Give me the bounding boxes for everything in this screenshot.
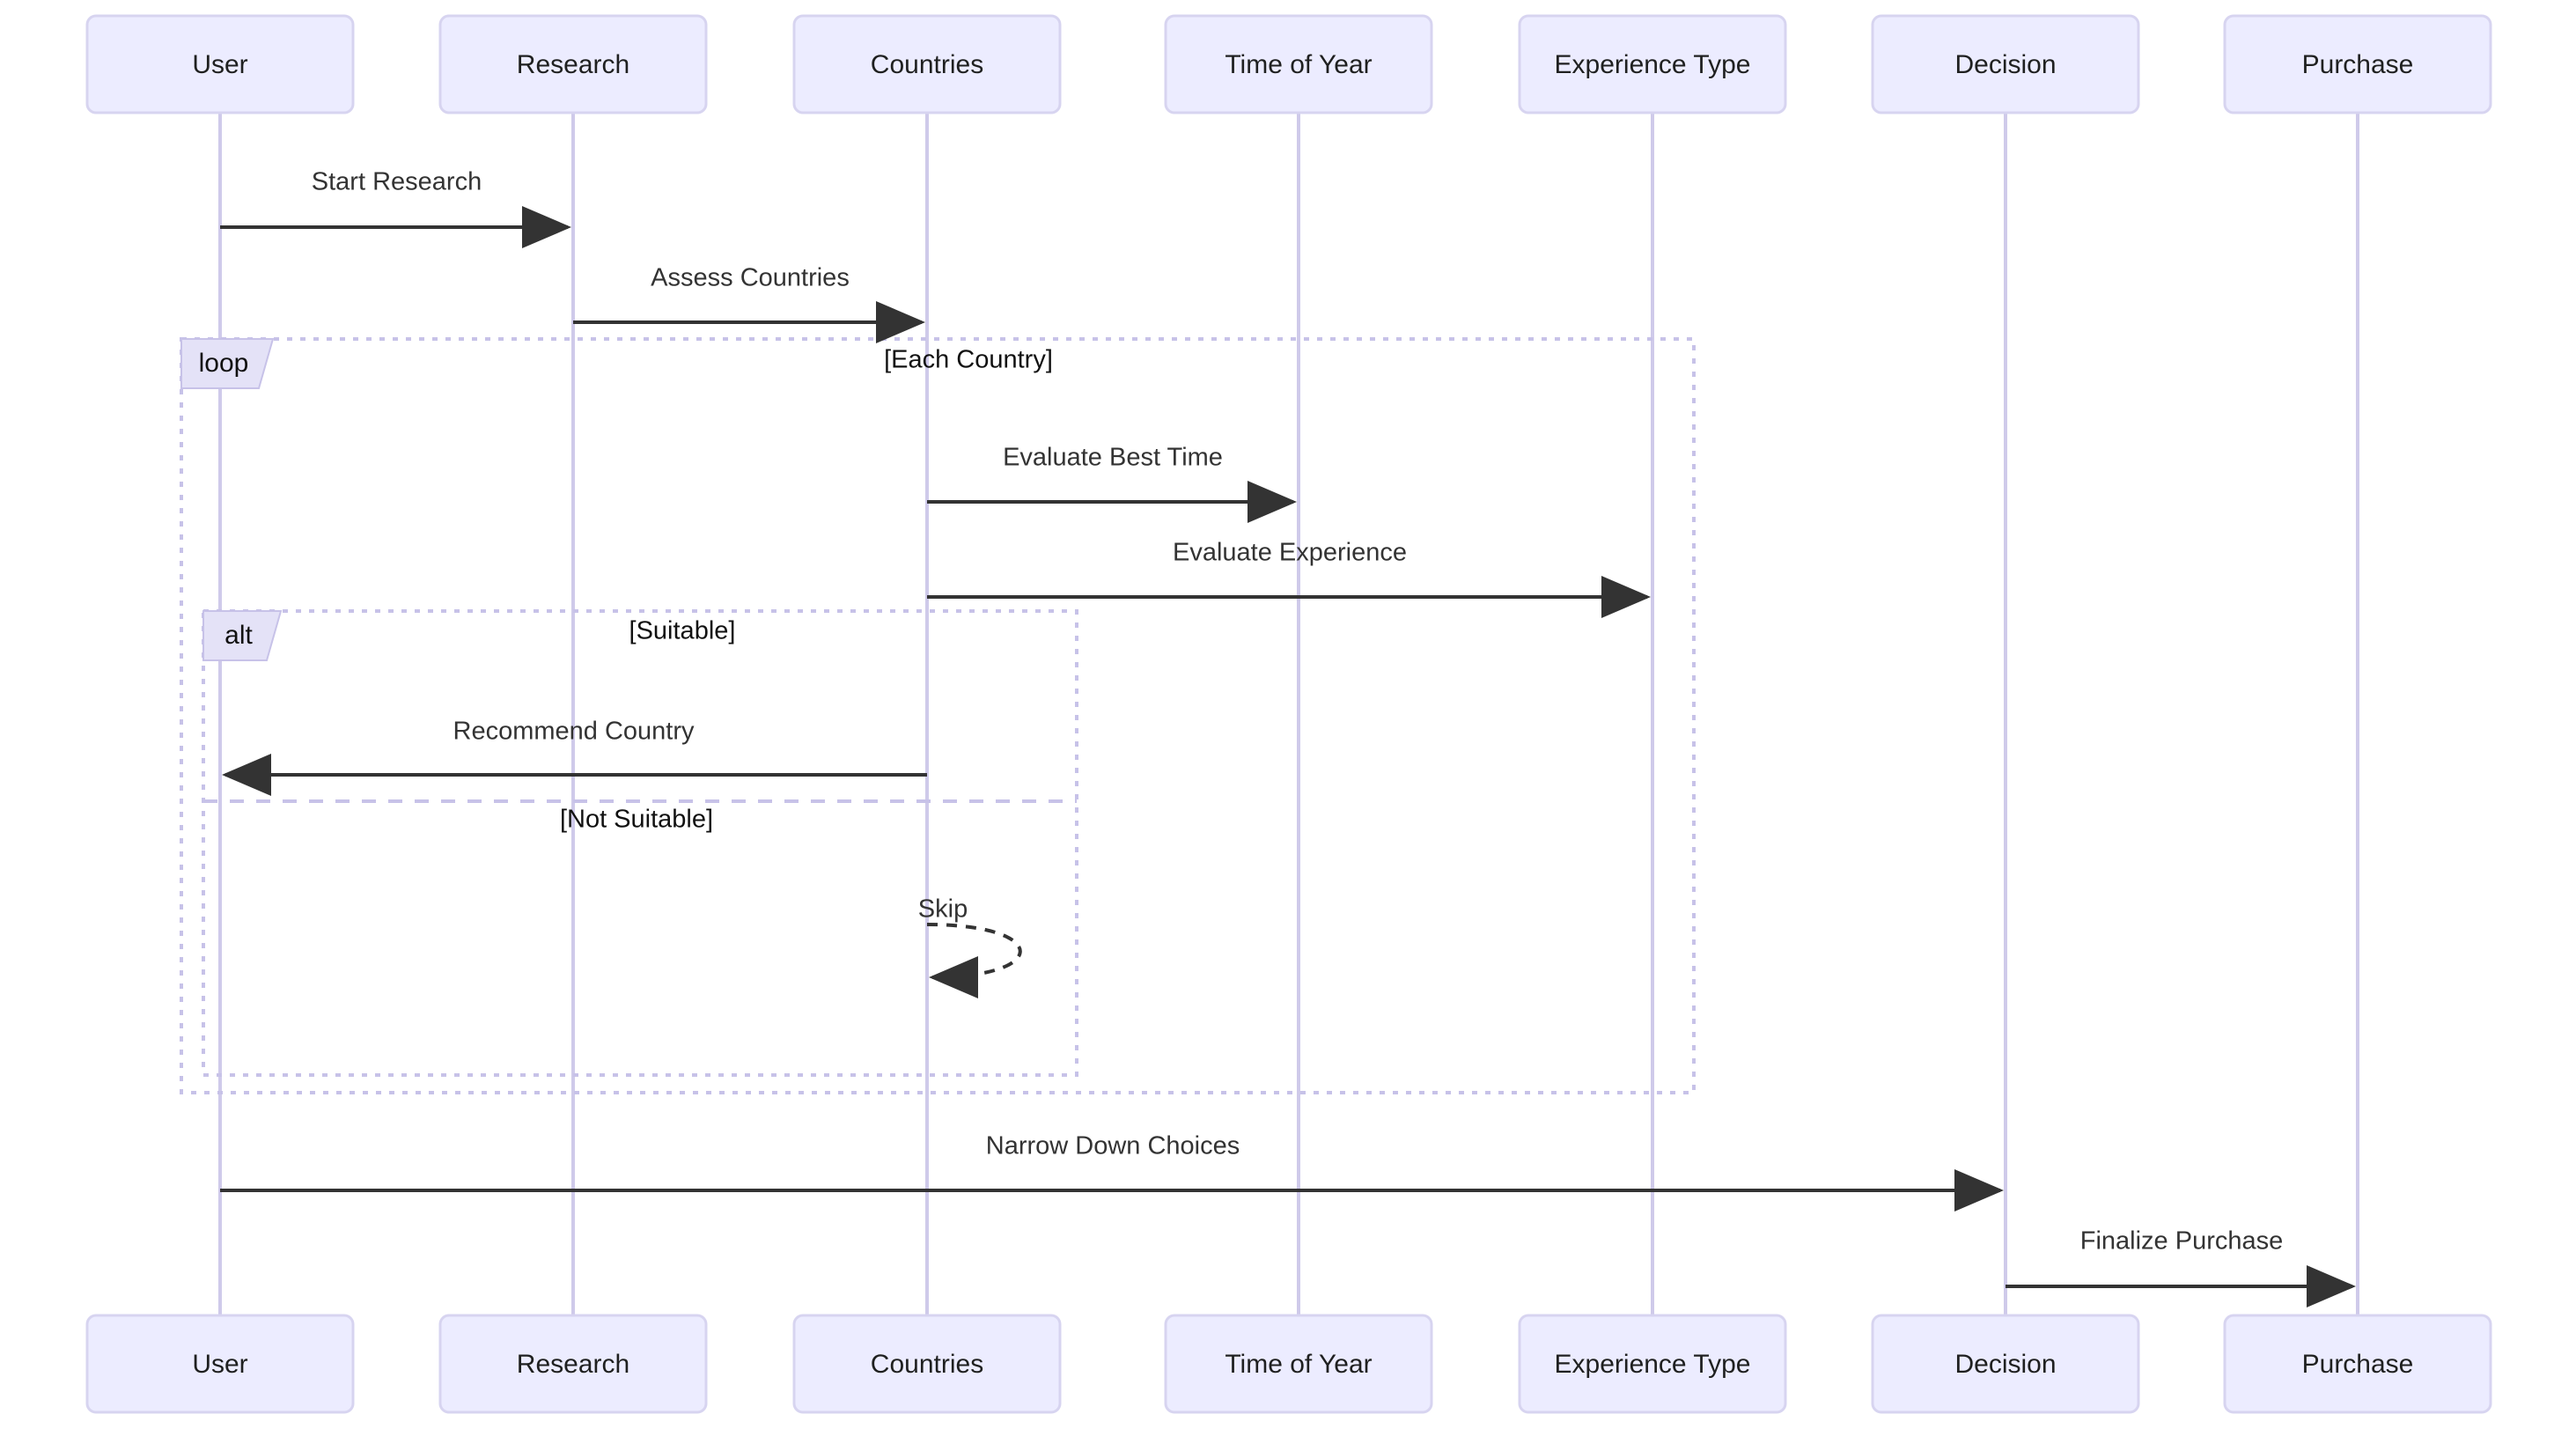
message-label-m7: Narrow Down Choices	[986, 1132, 1240, 1160]
actor-experience_type-bottom[interactable]: Experience Type	[1518, 1314, 1787, 1414]
frame-else-condition-0: [Not Suitable]	[560, 806, 713, 834]
actor-research-top[interactable]: Research	[438, 14, 708, 114]
actor-box-decision-top[interactable]	[1871, 14, 2140, 114]
actor-footer-layer: User Research Countries Time of Year Experie…	[85, 1314, 2492, 1414]
actor-label-research-bottom: Research	[517, 1350, 629, 1379]
actor-box-experience_type-bottom[interactable]	[1518, 1314, 1787, 1414]
actor-user-bottom[interactable]: User	[85, 1314, 355, 1414]
frame-tab-label-alt: alt	[224, 621, 253, 650]
lifelines-layer	[218, 113, 2359, 1315]
actor-box-research-top[interactable]	[438, 14, 708, 114]
frame-condition-alt: [Suitable]	[629, 617, 736, 645]
actor-label-purchase-top: Purchase	[2302, 50, 2414, 79]
actor-label-user-top: User	[192, 50, 247, 79]
actor-time_of_year-top[interactable]: Time of Year	[1164, 14, 1433, 114]
actor-label-countries-top: Countries	[871, 50, 983, 79]
actor-label-experience_type-top: Experience Type	[1555, 50, 1751, 79]
frame-tab-label-loop: loop	[199, 349, 249, 378]
frame-outline-loop	[180, 337, 1696, 1094]
actor-label-countries-bottom: Countries	[871, 1350, 983, 1379]
message-label-m5: Recommend Country	[453, 718, 695, 746]
message-m7: Narrow Down Choices	[220, 1132, 2004, 1212]
actor-purchase-top[interactable]: Purchase	[2223, 14, 2492, 114]
actor-countries-bottom[interactable]: Countries	[792, 1314, 1062, 1414]
actor-label-decision-top: Decision	[1954, 50, 2056, 79]
actor-label-user-bottom: User	[192, 1350, 247, 1379]
actor-decision-top[interactable]: Decision	[1871, 14, 2140, 114]
message-arrow-m6	[926, 923, 1022, 998]
message-label-m4: Evaluate Experience	[1173, 539, 1407, 567]
actor-box-time_of_year-bottom[interactable]	[1164, 1314, 1433, 1414]
actor-label-time_of_year-top: Time of Year	[1225, 50, 1372, 79]
actor-decision-bottom[interactable]: Decision	[1871, 1314, 2140, 1414]
message-m5: Recommend Country	[222, 718, 927, 796]
actor-box-time_of_year-top[interactable]	[1164, 14, 1433, 114]
actor-box-experience_type-top[interactable]	[1518, 14, 1787, 114]
message-m8: Finalize Purchase	[2006, 1227, 2356, 1307]
actor-countries-top[interactable]: Countries	[792, 14, 1062, 114]
actor-box-user-top[interactable]	[85, 14, 355, 114]
message-label-m1: Start Research	[312, 168, 482, 196]
actor-box-user-bottom[interactable]	[85, 1314, 355, 1414]
message-label-m8: Finalize Purchase	[2080, 1227, 2284, 1256]
actor-header-layer: User Research Countries Time of Year Experie…	[85, 14, 2492, 114]
actor-box-purchase-top[interactable]	[2223, 14, 2492, 114]
message-m4: Evaluate Experience	[927, 539, 1651, 618]
frame-loop: loop [Each Country]	[180, 337, 1696, 1094]
frame-alt: alt [Suitable] [Not Suitable]	[202, 609, 1078, 1077]
actor-box-research-bottom[interactable]	[438, 1314, 708, 1414]
actor-label-decision-bottom: Decision	[1954, 1350, 2056, 1379]
actor-box-purchase-bottom[interactable]	[2223, 1314, 2492, 1414]
actor-label-experience_type-bottom: Experience Type	[1555, 1350, 1751, 1379]
frames-layer: loop [Each Country] alt [Suitable] [Not Suit…	[180, 337, 1696, 1094]
message-m6: Skip	[918, 895, 1022, 998]
frame-tab-alt	[202, 610, 283, 661]
actor-box-countries-top[interactable]	[792, 14, 1062, 114]
actor-box-countries-bottom[interactable]	[792, 1314, 1062, 1414]
frame-outline-alt	[202, 609, 1078, 1077]
actor-time_of_year-bottom[interactable]: Time of Year	[1164, 1314, 1433, 1414]
actor-user-top[interactable]: User	[85, 14, 355, 114]
actor-purchase-bottom[interactable]: Purchase	[2223, 1314, 2492, 1414]
message-m2: Assess Countries	[573, 264, 925, 343]
message-label-m2: Assess Countries	[651, 264, 850, 292]
message-label-m3: Evaluate Best Time	[1003, 444, 1223, 472]
actor-label-research-top: Research	[517, 50, 629, 79]
frame-tab-loop	[180, 338, 275, 389]
actor-label-time_of_year-bottom: Time of Year	[1225, 1350, 1372, 1379]
message-m1: Start Research	[220, 168, 571, 248]
actor-experience_type-top[interactable]: Experience Type	[1518, 14, 1787, 114]
frame-condition-loop: [Each Country]	[884, 346, 1053, 374]
actor-label-purchase-bottom: Purchase	[2302, 1350, 2414, 1379]
message-m3: Evaluate Best Time	[927, 444, 1297, 523]
actor-box-decision-bottom[interactable]	[1871, 1314, 2140, 1414]
message-label-m6: Skip	[918, 895, 968, 924]
actor-research-bottom[interactable]: Research	[438, 1314, 708, 1414]
